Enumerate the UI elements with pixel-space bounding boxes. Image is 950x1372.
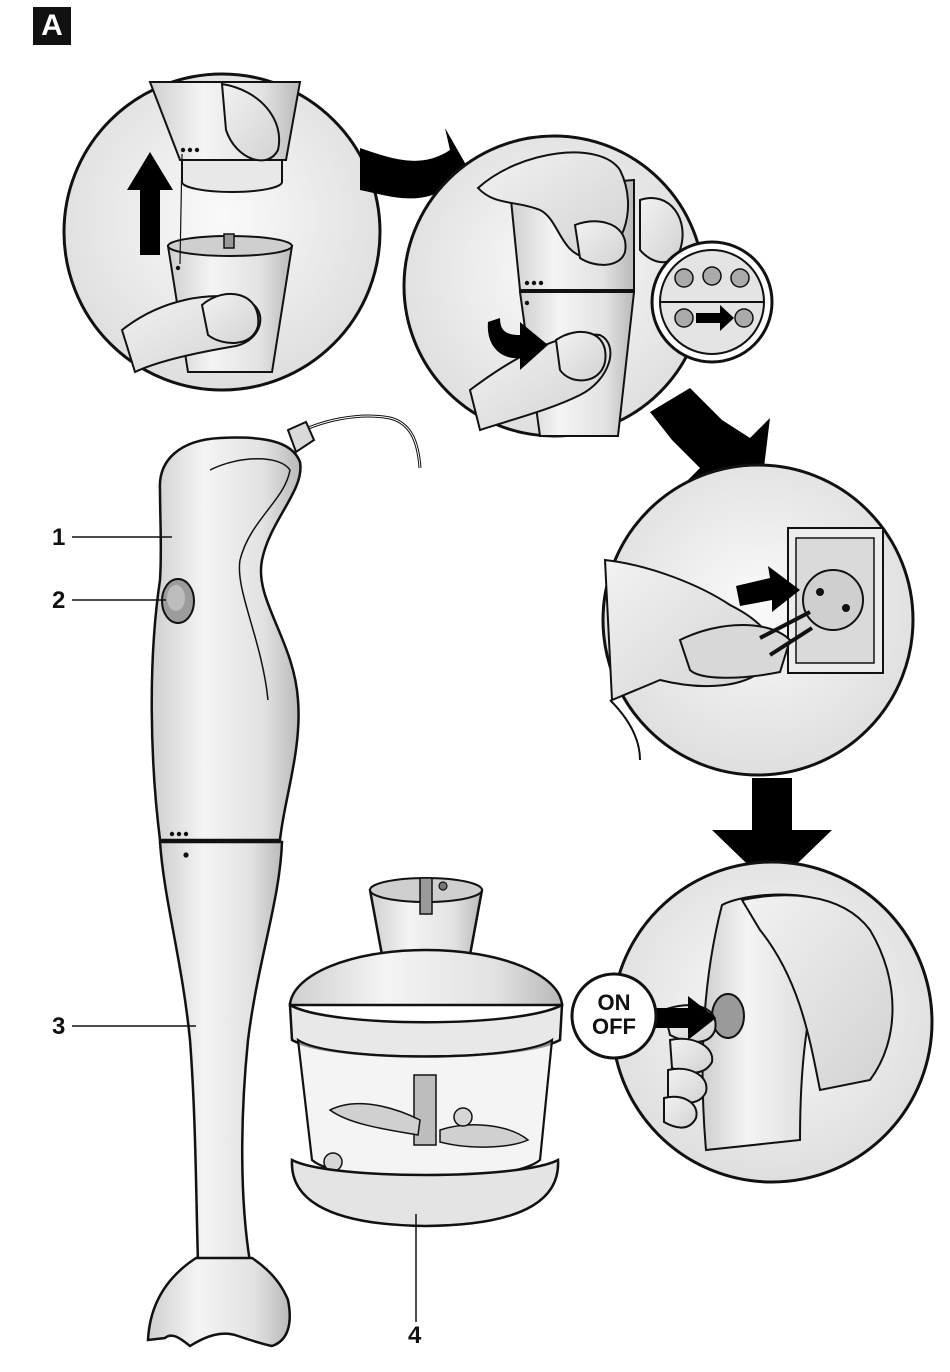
motor-part — [152, 438, 301, 840]
alignment-inset — [652, 242, 772, 362]
step-detach-circle — [64, 74, 380, 390]
callout-2: 2 — [52, 587, 65, 615]
step-plug-circle — [603, 465, 913, 775]
off-label: OFF — [574, 1016, 654, 1038]
callout-3: 3 — [52, 1013, 65, 1041]
chopper-lid — [290, 950, 562, 1005]
callout-1: 1 — [52, 524, 65, 552]
switch-button-detail — [712, 994, 744, 1038]
blender-foot — [148, 1258, 290, 1346]
blender-shaft — [160, 842, 282, 1262]
chopper-accessory — [290, 878, 562, 1226]
callout-4: 4 — [408, 1322, 421, 1350]
page-label: A — [33, 7, 71, 45]
on-label: ON — [574, 992, 654, 1014]
